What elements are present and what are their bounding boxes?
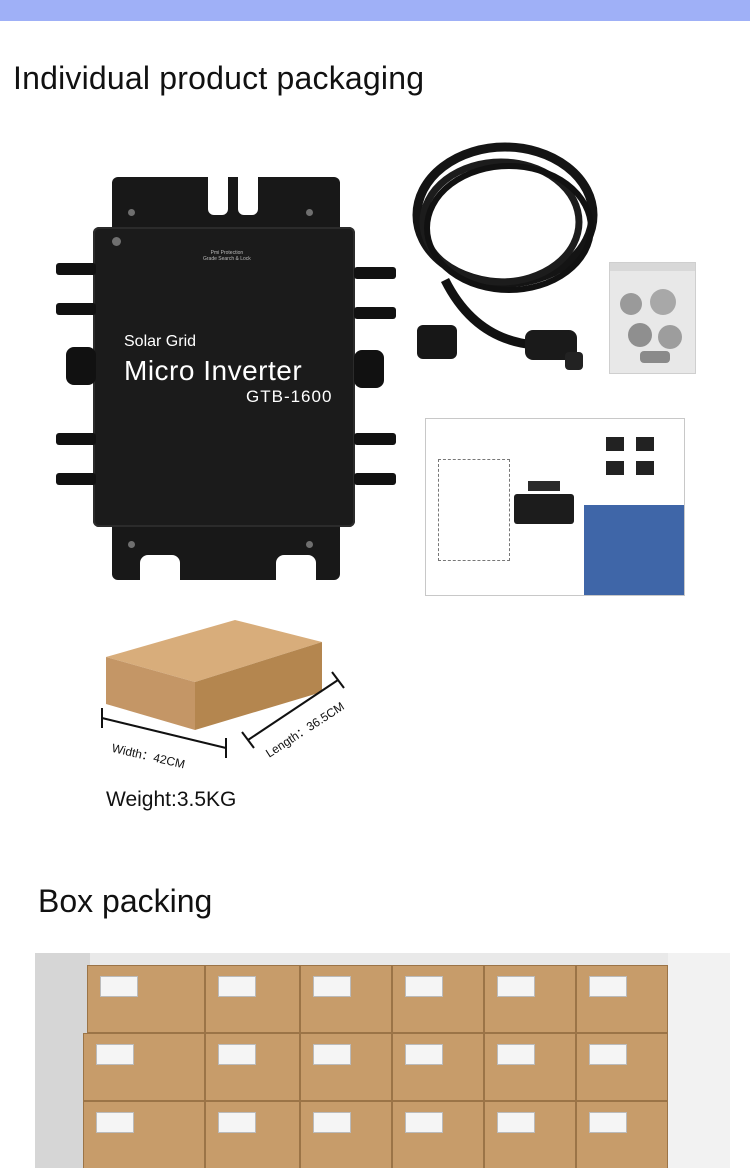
carton [484,1101,576,1168]
power-cable-image [412,142,598,370]
heading-individual-packaging: Individual product packaging [13,60,425,96]
carton [300,965,392,1033]
screw [306,541,313,548]
carton [576,1033,668,1101]
box-packing-photo [35,953,730,1168]
dc-connector-right-2 [354,307,396,319]
carton [392,1033,484,1101]
carton [300,1101,392,1168]
carton-box-image [101,620,345,758]
dc-connector-left-1 [56,263,96,275]
carton [87,965,205,1033]
screw [112,237,121,246]
heading-box-packing: Box packing [38,883,213,919]
weight-label: Weight:3.5KG [106,788,237,811]
carton [484,1033,576,1101]
ac-connector-left [66,347,96,385]
carton [83,1101,205,1168]
inverter-small-print: Pmi Protection Grade Search & Lock [203,250,251,262]
carton [392,1101,484,1168]
hardware-bag-image [609,262,696,374]
screw [306,209,313,216]
inverter-model-label: GTB-1600 [246,387,333,406]
inverter-small-line: Pmi Protection [210,250,244,256]
screw [128,541,135,548]
user-manual-image [425,418,685,596]
dc-connector-left-3 [56,433,96,445]
micro-inverter-image: Pmi Protection Grade Search & Lock Solar… [48,175,403,585]
carton [205,965,300,1033]
dc-connector-right-4 [354,473,396,485]
dc-connector-right-1 [354,267,396,279]
ac-connector-right [354,350,384,388]
carton [392,965,484,1033]
inverter-body [93,227,355,527]
carton [576,1101,668,1168]
dc-connector-right-3 [354,433,396,445]
carton [83,1033,205,1101]
manual-blue-band [584,505,684,595]
carton [576,965,668,1033]
inverter-label-micro-inverter: Micro Inverter [124,355,303,386]
carton [205,1033,300,1101]
top-banner-bar [0,0,750,21]
carton [205,1101,300,1168]
inverter-label-solar-grid: Solar Grid [124,333,197,350]
inverter-small-line: Grade Search & Lock [203,256,251,262]
carton [300,1033,392,1101]
carton [484,965,576,1033]
screw [128,209,135,216]
dc-connector-left-2 [56,303,96,315]
dc-connector-left-4 [56,473,96,485]
